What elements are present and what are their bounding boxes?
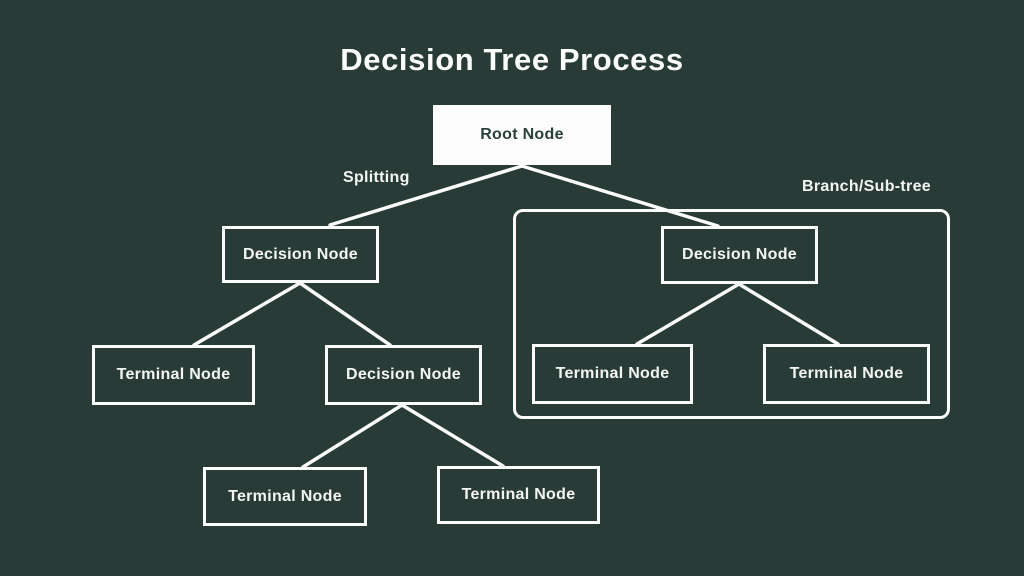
edge-decision-mid-to-terminal-bottom-1 bbox=[301, 403, 404, 469]
branch-subtree-outline bbox=[513, 209, 950, 419]
edge-decision-left-to-terminal-left bbox=[192, 281, 302, 347]
edge-decision-mid-to-terminal-bottom-2 bbox=[400, 403, 505, 468]
terminal-node-branch-2: Terminal Node bbox=[763, 344, 930, 404]
terminal-node-branch-1: Terminal Node bbox=[532, 344, 693, 404]
terminal-node-bottom-1: Terminal Node bbox=[203, 467, 367, 526]
branch-subtree-label: Branch/Sub-tree bbox=[802, 178, 931, 195]
decision-node-middle: Decision Node bbox=[325, 345, 482, 405]
edge-root-to-decision-right bbox=[520, 164, 720, 228]
terminal-node-bottom-2: Terminal Node bbox=[437, 466, 600, 524]
edge-root-to-decision-left bbox=[328, 164, 524, 227]
decision-node-left: Decision Node bbox=[222, 226, 379, 283]
edge-decision-right-to-terminal-branch-1 bbox=[635, 282, 741, 346]
edge-decision-right-to-terminal-branch-2 bbox=[737, 282, 840, 346]
edge-decision-left-to-decision-mid bbox=[298, 281, 392, 347]
splitting-label: Splitting bbox=[343, 169, 410, 186]
terminal-node-left: Terminal Node bbox=[92, 345, 255, 405]
decision-node-right: Decision Node bbox=[661, 226, 818, 284]
diagram-title: Decision Tree Process bbox=[340, 42, 684, 77]
root-node: Root Node bbox=[433, 105, 611, 165]
